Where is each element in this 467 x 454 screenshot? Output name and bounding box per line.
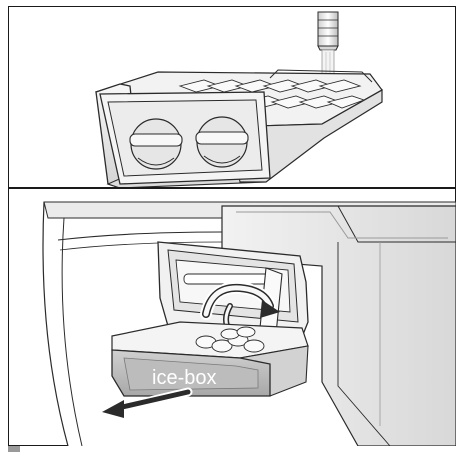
ice-box-drawer: ice-box (112, 322, 308, 396)
ice-tray-illustration: ice-box (8, 6, 456, 446)
water-tap-icon (318, 12, 338, 50)
corner-mark (8, 446, 20, 452)
tray-twist-knob-right (196, 117, 248, 167)
panel-divider (8, 187, 456, 189)
bottom-panel: ice-box (43, 202, 456, 446)
ice-cube-tray (96, 70, 382, 188)
top-panel (96, 12, 382, 188)
ice-box-label: ice-box (152, 367, 216, 389)
tray-twist-knob-left (130, 119, 182, 169)
